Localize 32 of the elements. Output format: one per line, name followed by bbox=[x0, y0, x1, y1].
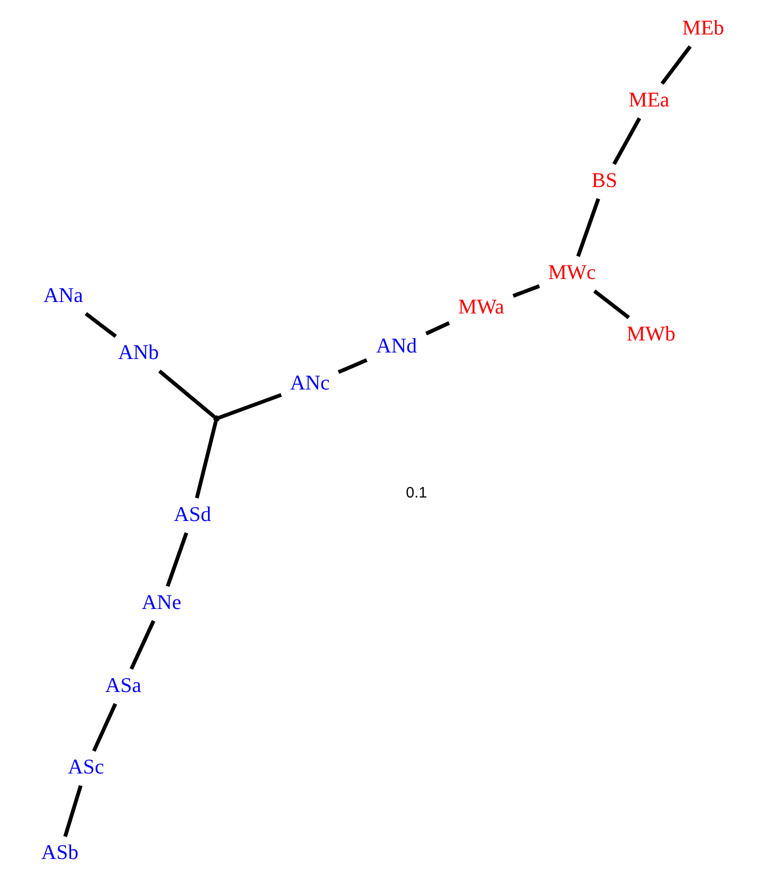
connector bbox=[63, 785, 82, 838]
connector bbox=[166, 532, 188, 587]
node-text: ANc bbox=[290, 370, 330, 395]
node-point bbox=[213, 415, 220, 422]
node-text: MWa bbox=[458, 294, 504, 318]
node-text: MEa bbox=[628, 87, 670, 112]
node-text: ANa bbox=[44, 282, 84, 307]
node-text: ASa bbox=[105, 672, 142, 697]
connector bbox=[660, 45, 692, 85]
node-text: BS bbox=[592, 168, 618, 192]
node-text: ASd bbox=[174, 502, 212, 526]
node-text: ASb bbox=[41, 840, 78, 864]
connector bbox=[576, 198, 600, 257]
connector bbox=[612, 117, 642, 165]
connector bbox=[158, 370, 216, 418]
node-text: ASc bbox=[68, 754, 104, 779]
node-text: MWc bbox=[548, 260, 596, 284]
connector bbox=[130, 620, 156, 670]
connector bbox=[84, 312, 117, 338]
connector bbox=[425, 321, 450, 336]
node-text: ANd bbox=[376, 334, 417, 358]
connector bbox=[512, 284, 540, 298]
label: 0.1 bbox=[406, 484, 428, 502]
connector bbox=[338, 358, 368, 374]
connector bbox=[218, 393, 282, 420]
node-text: MWb bbox=[626, 321, 676, 346]
node-text: ANb bbox=[118, 340, 159, 364]
node-text: ANe bbox=[142, 590, 182, 614]
connector bbox=[194, 420, 218, 498]
node-text: MEb bbox=[682, 16, 724, 40]
connector bbox=[92, 703, 118, 752]
connector bbox=[593, 290, 630, 320]
